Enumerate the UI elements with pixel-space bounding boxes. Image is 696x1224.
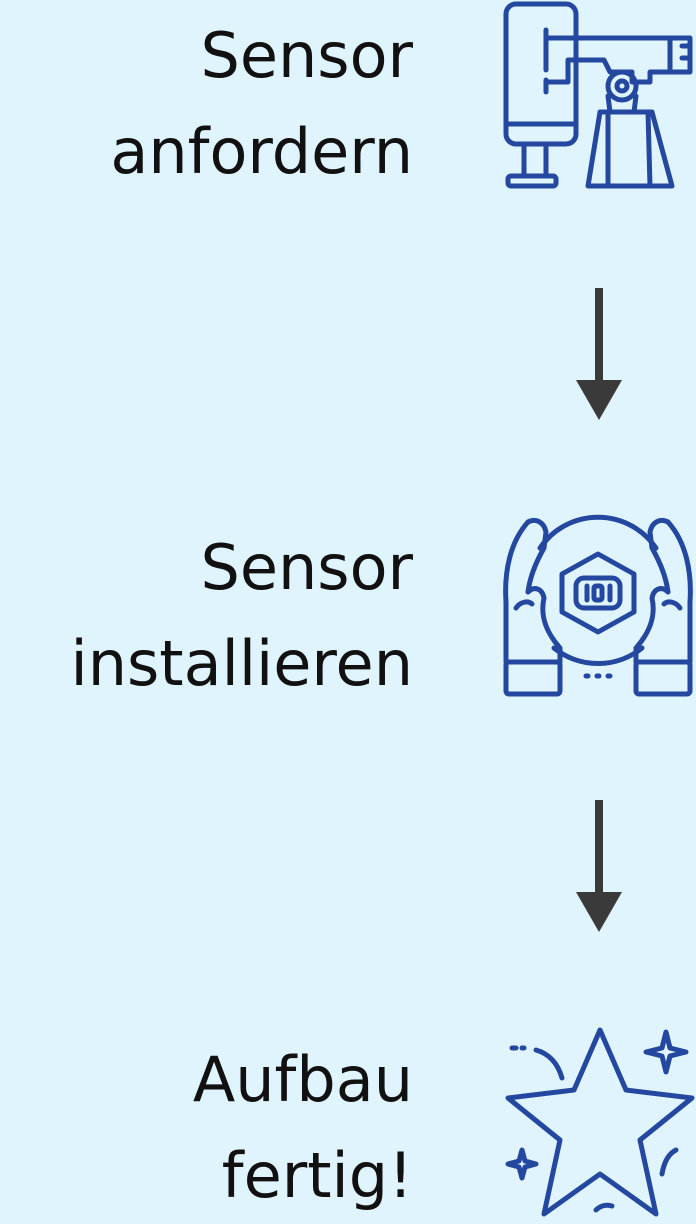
hands-sensor-icon [503, 514, 693, 697]
order-package-icon [503, 1, 693, 189]
arrow-down-icon [576, 800, 622, 932]
step-2-label: Sensor installieren [0, 520, 413, 712]
step-3-label: Aufbau fertig! [0, 1032, 413, 1224]
step-3-line-2: fertig! [221, 1139, 413, 1212]
step-3-line-1: Aufbau [192, 1043, 413, 1116]
step-1-line-2: anfordern [110, 115, 413, 188]
arrow-down-icon [576, 288, 622, 420]
step-2-line-1: Sensor [200, 531, 413, 604]
stars-icon [505, 1027, 695, 1217]
step-1-label: Sensor anfordern [0, 8, 413, 200]
step-1-line-1: Sensor [200, 19, 413, 92]
step-2-line-2: installieren [70, 627, 413, 700]
